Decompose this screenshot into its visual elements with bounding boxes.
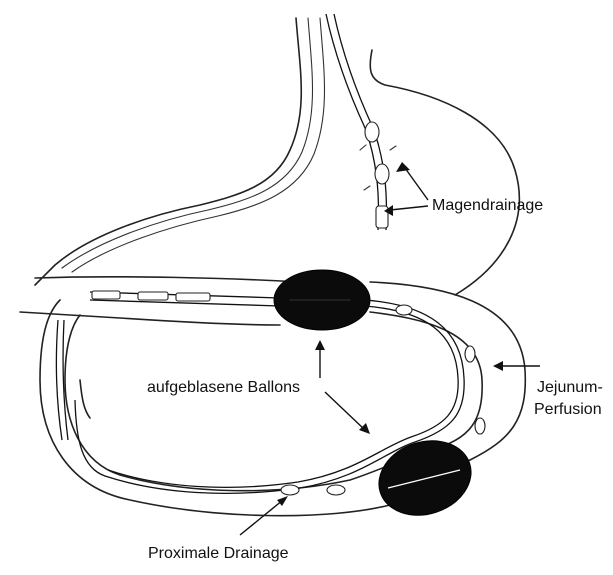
label-jejunum-2: Perfusion	[534, 401, 602, 418]
label-magendrainage: Magendrainage	[432, 197, 543, 214]
arrow-ballons	[315, 340, 370, 434]
label-jejunum-1: Jejunum-	[537, 379, 603, 396]
label-ballons: aufgeblasene Ballons	[147, 379, 300, 396]
drainage-tip	[376, 206, 388, 228]
arrow-magendrainage	[384, 162, 428, 216]
arrow-jejunum	[493, 361, 540, 371]
drainage-port-1	[365, 122, 379, 142]
drainage-port-2	[375, 164, 389, 184]
label-proximale: Proximale Drainage	[148, 545, 289, 562]
distal-balloon	[369, 429, 481, 527]
gastric-drainage-catheter	[326, 14, 396, 230]
stomach-outline	[20, 18, 519, 325]
